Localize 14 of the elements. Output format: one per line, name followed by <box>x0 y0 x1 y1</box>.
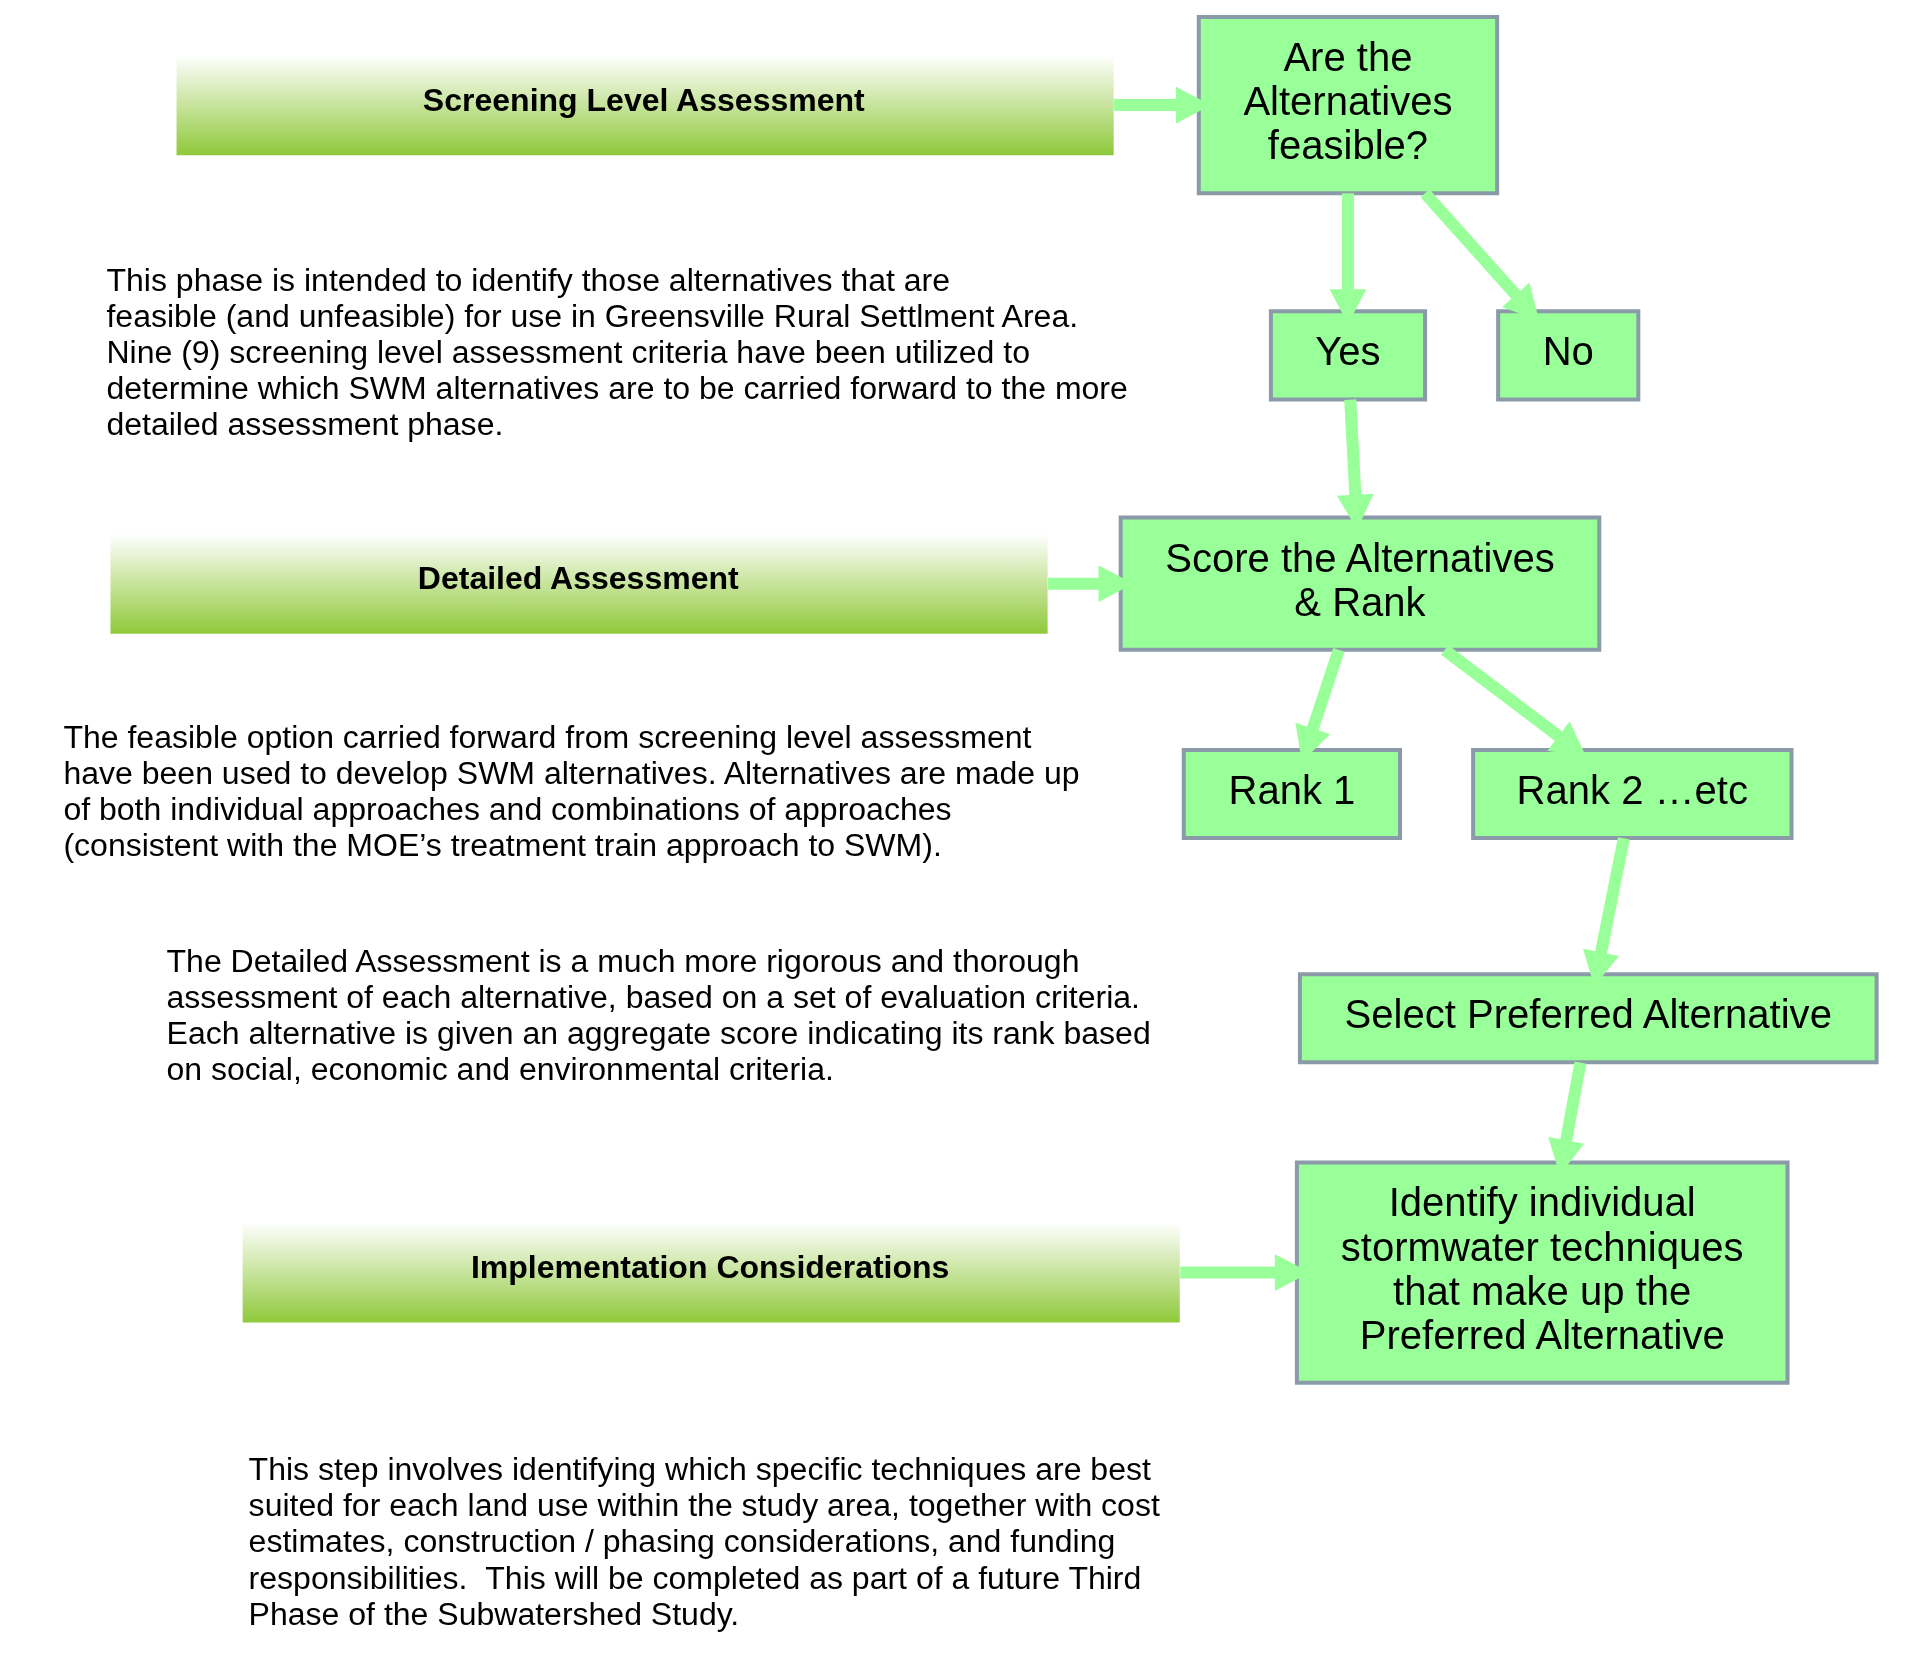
label: This phase is intended to identify those alternatives that are feasible (and unfeasible) for use in Greensville Rural Settlment Area. Nine (9) screening level assessment criteria have been utilized to determine which SWM alternatives are to be carried forward to the more detailed assessment phase. <box>106 261 1128 442</box>
node-box: Detailed Assessment <box>110 533 1048 634</box>
node-box: Identify individual stormwater techniques that make up the Preferred Alternative <box>1294 1159 1790 1385</box>
node-box: Implementation Considerations <box>242 1222 1180 1323</box>
node-box: No <box>1496 308 1641 401</box>
node-box: Yes <box>1268 308 1428 401</box>
node-box: Rank 2 …etc <box>1471 747 1794 840</box>
node-box: Score the Alternatives & Rank <box>1118 515 1602 652</box>
node-box: Rank 1 <box>1181 747 1403 840</box>
label: This step involves identifying which specific techniques are best suited for each land use within the study area, together with cost estimates, construction / phasing considerations, and funding responsibilities. This will be completed as part of a future Third Phase of the Subwatershed Study. <box>248 1450 1160 1632</box>
node-box: Are the Alternatives feasible? <box>1196 14 1500 195</box>
label: The Detailed Assessment is a much more rigorous and thorough assessment of each alternative, based on a set of evaluation criteria. Each alternative is given an aggregate score indicating its rank based on social, economic and environmental criteria. <box>166 942 1151 1087</box>
node-box: Select Preferred Alternative <box>1297 971 1879 1064</box>
label: The feasible option carried forward from screening level assessment have been used to develop SWM alternatives. Alternatives are made up of both individual approaches and combinations of approaches (consistent with the MOE’s treatment train approach to SWM). <box>63 718 1080 863</box>
